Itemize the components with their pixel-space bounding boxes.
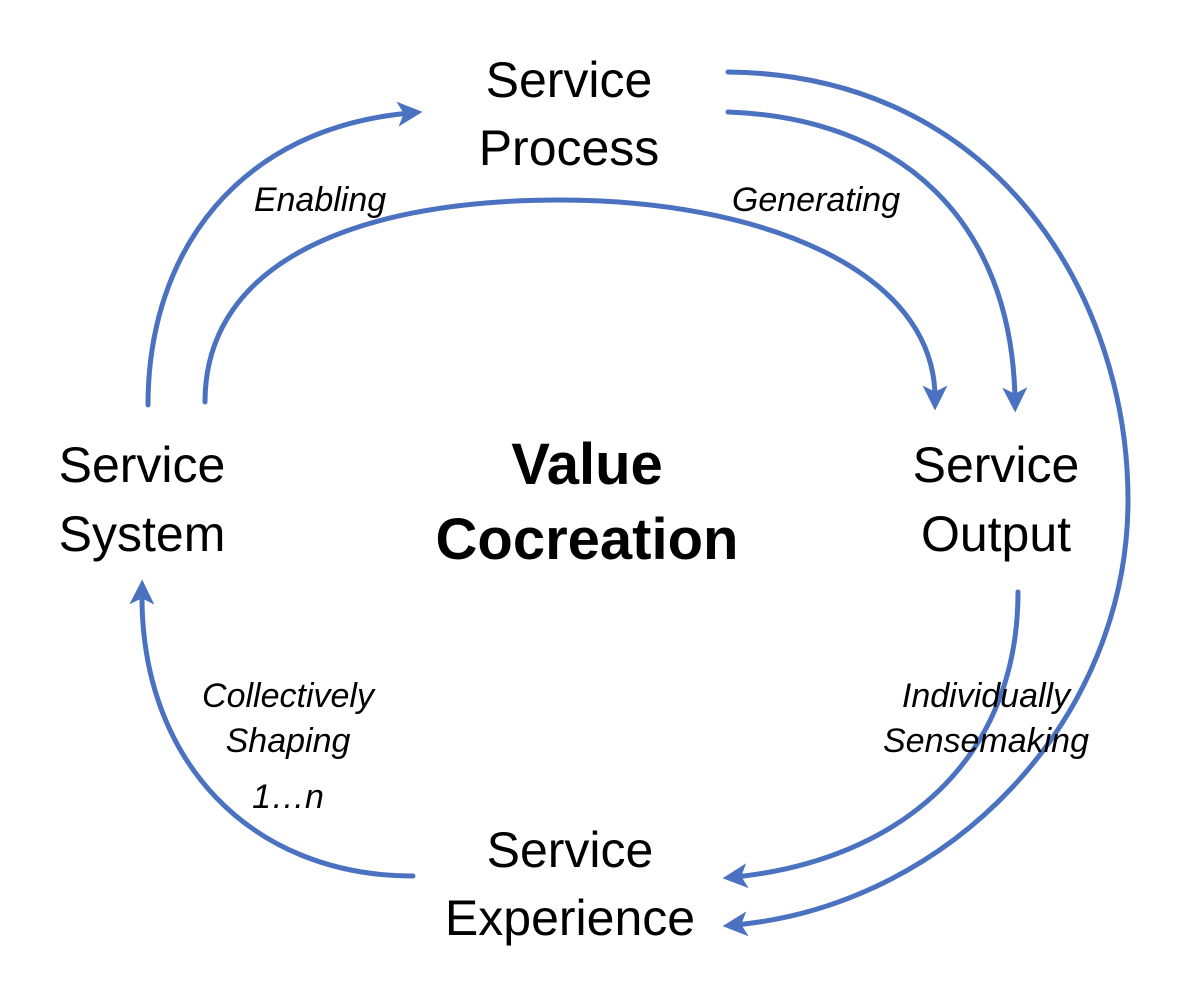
enabling-label: Enabling xyxy=(254,181,386,219)
arrow-experience-to-system xyxy=(129,579,416,879)
arrow-process-to-output xyxy=(725,109,1028,413)
generating-label: Generating xyxy=(732,181,900,219)
service-system-line1: Service xyxy=(59,437,226,493)
service-system-line2: System xyxy=(59,506,226,562)
collectively-label-line1: Collectively xyxy=(202,677,376,715)
arrow-system-to-process xyxy=(145,101,423,408)
center-title-line2: Cocreation xyxy=(436,507,739,572)
service-process-line2: Process xyxy=(479,120,660,176)
service-experience-line2: Experience xyxy=(445,890,695,946)
collectively-label-line2: Shaping xyxy=(226,722,351,760)
service-output-line2: Output xyxy=(921,506,1071,562)
service-process-line1: Service xyxy=(486,52,653,108)
arrow-process-to-experience xyxy=(722,69,1131,937)
arrow-output-to-experience xyxy=(722,589,1021,889)
individually-label-line2: Sensemaking xyxy=(883,722,1089,760)
center-title-line1: Value xyxy=(511,432,663,497)
service-output-line1: Service xyxy=(913,437,1080,493)
arrow-system-to-output xyxy=(202,197,948,411)
collectively-label-line3: 1…n xyxy=(252,778,324,816)
service-experience-line1: Service xyxy=(487,822,654,878)
individually-label-line1: Individually xyxy=(902,677,1072,715)
